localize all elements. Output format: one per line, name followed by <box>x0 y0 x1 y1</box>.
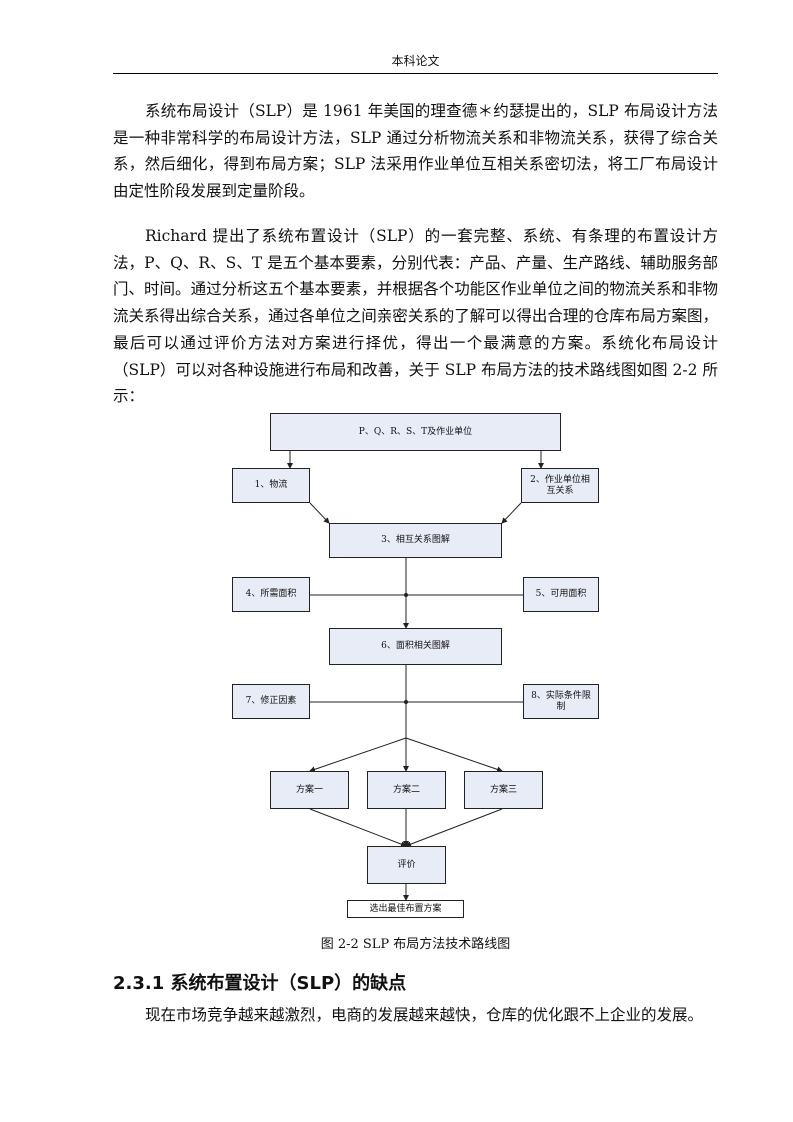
section-heading: 2.3.1 系统布置设计（SLP）的缺点 <box>113 973 407 994</box>
flowchart-connectors <box>270 431 561 901</box>
flow-node-available-area: 5、可用面积 <box>523 577 599 612</box>
header-rule <box>113 73 718 74</box>
flow-node-scheme-2: 方案二 <box>367 771 446 809</box>
flow-node-scheme-1: 方案一 <box>270 771 349 809</box>
figure-caption: 图 2-2 SLP 布局方法技术路线图 <box>320 937 511 952</box>
flow-node-unit-relations: 2、作业单位相互关系 <box>521 468 599 503</box>
body-paragraph-3: 现在市场竞争越来越激烈，电商的发展越来越快，仓库的优化跟不上企业的发展。 <box>145 1006 704 1024</box>
body-paragraph-2: Richard 提出了系统布置设计（SLP）的一套完整、系统、有条理的布置设计方… <box>113 227 718 406</box>
flow-node-evaluation: 评价 <box>367 846 446 884</box>
flow-node-scheme-3: 方案三 <box>464 771 543 809</box>
flow-node-practical-constraints: 8、实际条件限制 <box>523 684 599 719</box>
flow-node-logistics: 1、物流 <box>232 468 310 503</box>
page-header: 本科论文 <box>391 54 440 68</box>
flow-node-required-area: 4、所需面积 <box>232 577 310 612</box>
flow-node-best-scheme: 选出最佳布置方案 <box>347 900 464 918</box>
flow-node-modifying-factors: 7、修正因素 <box>232 684 310 719</box>
body-paragraph-1: 系统布局设计（SLP）是 1961 年美国的理查德＊约瑟提出的，SLP 布局设计… <box>113 102 718 201</box>
flow-node-pqrst: P、Q、R、S、T及作业单位 <box>270 413 561 451</box>
flow-node-area-diagram: 6、面积相关图解 <box>329 628 502 665</box>
flow-node-relationship-diagram: 3、相互关系图解 <box>329 523 502 558</box>
